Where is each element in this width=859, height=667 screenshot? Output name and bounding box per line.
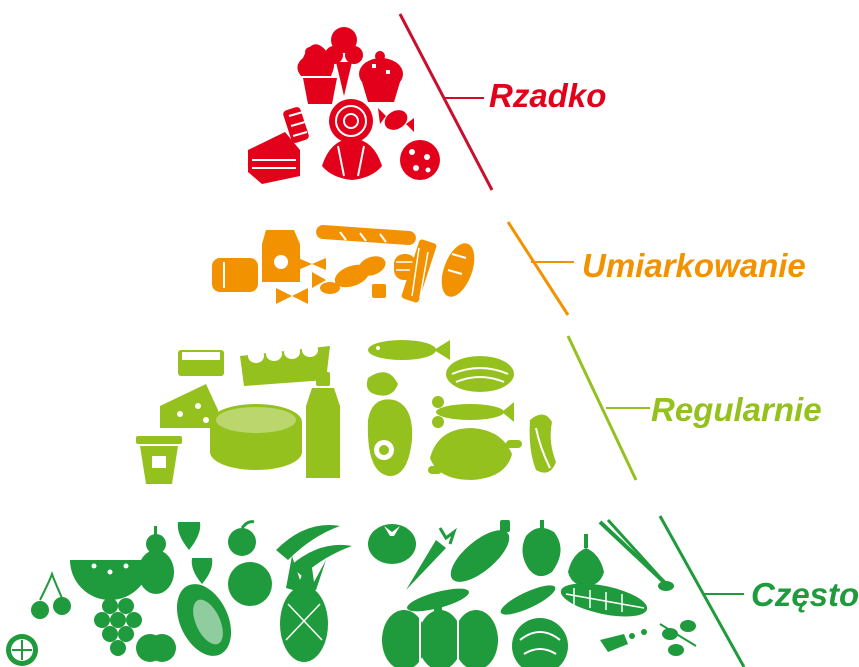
apple-icon — [136, 634, 176, 662]
citrus-slice-icon — [6, 634, 38, 666]
tier-often — [6, 516, 744, 667]
orange-icon — [228, 522, 256, 556]
garlic-icon — [568, 534, 604, 586]
pointer-line-moderately — [508, 222, 568, 315]
olives-icon — [660, 620, 696, 656]
banana-icon — [276, 525, 352, 576]
tier-moderately — [212, 222, 574, 315]
grapes-icon — [94, 598, 142, 656]
ham-icon — [368, 399, 412, 476]
yogurt-icon — [136, 436, 182, 484]
label-moderately: Umiarkowanie — [582, 249, 806, 282]
pepper-icon — [522, 520, 560, 576]
bread-roll-icon — [435, 239, 480, 301]
flour-bag-icon — [262, 230, 300, 282]
watermelon-icon — [70, 560, 150, 600]
cookie-icon — [329, 99, 373, 143]
label-regularly: Regularnie — [651, 393, 822, 426]
tomato-icon — [368, 524, 416, 564]
salmon-steak-icon — [446, 356, 514, 392]
chicken-icon — [428, 428, 522, 480]
milk-bottle-icon — [306, 372, 340, 478]
cabbage-icon — [512, 618, 568, 667]
label-rarely: Rzadko — [489, 79, 606, 112]
croissant-icon — [322, 138, 382, 180]
bread-loaf-icon — [212, 258, 258, 292]
tier-rarely — [248, 14, 492, 190]
pumpkin-icon — [382, 594, 498, 667]
muffin-icon — [359, 51, 403, 102]
shrimp-icon — [367, 372, 398, 395]
chocolate-chip-cookie-icon — [400, 140, 440, 180]
label-often: Często — [751, 578, 859, 611]
fish-icon — [368, 340, 450, 360]
wrapped-candy-icon — [378, 106, 414, 134]
corn-icon — [558, 577, 650, 623]
pointer-line-often — [660, 516, 744, 667]
baguette-icon — [316, 225, 417, 246]
pea-pod-icon — [497, 580, 558, 620]
herbs-icon — [600, 629, 647, 652]
cheese-wheel-icon — [210, 404, 302, 470]
spring-onion-icon — [600, 520, 674, 591]
strawberry-icon — [178, 522, 213, 584]
pear-icon — [138, 526, 174, 594]
tier-regularly — [136, 336, 650, 484]
orange-icon — [228, 562, 272, 606]
butter-icon — [178, 350, 224, 376]
cheese-wedge-icon — [160, 384, 218, 428]
bacon-icon — [530, 414, 556, 472]
lobster-icon — [432, 396, 514, 428]
cherries-icon — [31, 574, 71, 619]
pineapple-icon — [280, 554, 328, 662]
